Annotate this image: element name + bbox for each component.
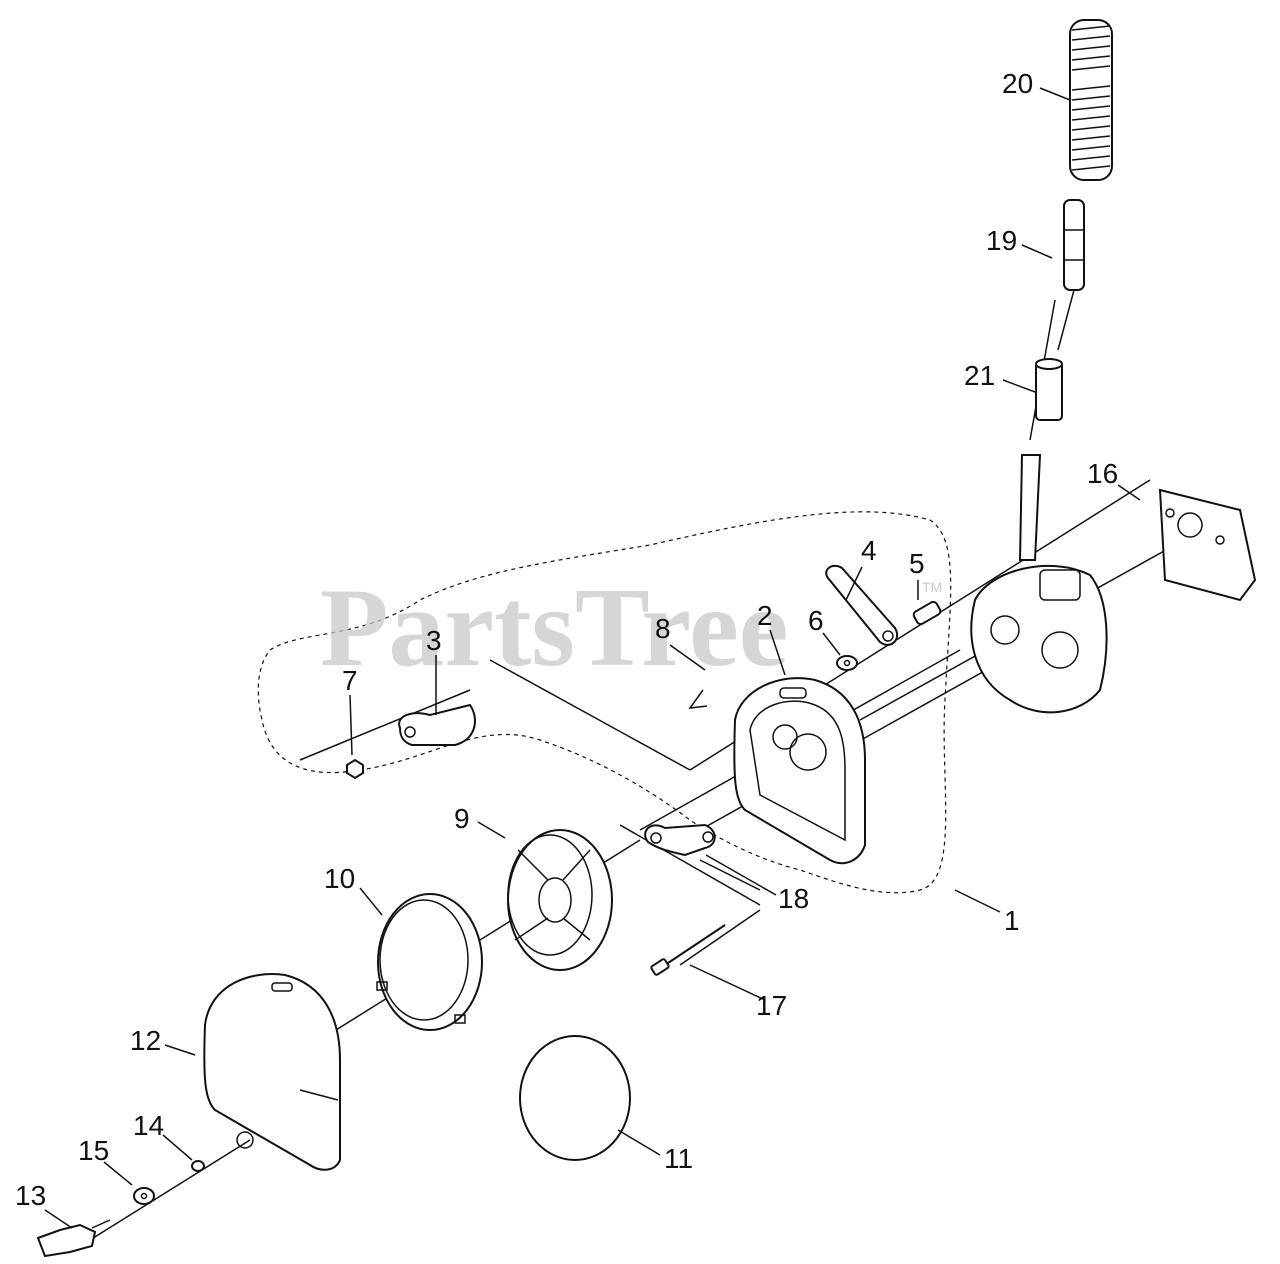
spring-part bbox=[1069, 19, 1113, 181]
washer-part bbox=[836, 655, 858, 671]
choke-plate-part bbox=[398, 703, 476, 746]
watermark-text: PartsTree bbox=[320, 566, 789, 690]
watermark-trademark: TM bbox=[922, 579, 942, 595]
foam-element-part bbox=[519, 1035, 631, 1161]
o-ring-part bbox=[191, 1160, 205, 1172]
air-filter-part bbox=[376, 893, 483, 1031]
air-cleaner-cover-part bbox=[203, 973, 341, 1171]
pin-part bbox=[912, 600, 942, 626]
carburetor-part bbox=[970, 454, 1108, 714]
callout-4: 4 bbox=[861, 535, 877, 566]
callout-11: 11 bbox=[664, 1143, 693, 1174]
nut-part bbox=[346, 758, 364, 780]
callout-12: 12 bbox=[130, 1025, 161, 1056]
choke-lever-part bbox=[825, 564, 899, 646]
ferrule-part bbox=[1035, 358, 1063, 421]
air-cleaner-base-part bbox=[733, 677, 866, 865]
cover-washer-part bbox=[133, 1187, 155, 1205]
assembly-outline-dashed bbox=[257, 511, 952, 894]
callout-8: 8 bbox=[655, 613, 671, 644]
callout-19: 19 bbox=[986, 225, 1017, 256]
callout-20: 20 bbox=[1002, 68, 1033, 99]
callout-6: 6 bbox=[808, 605, 824, 636]
callout-9: 9 bbox=[454, 803, 470, 834]
gasket-small-part bbox=[644, 823, 716, 857]
callout-7: 7 bbox=[342, 665, 358, 696]
callout-5: 5 bbox=[909, 548, 925, 579]
callout-21: 21 bbox=[964, 360, 995, 391]
callout-14: 14 bbox=[133, 1110, 164, 1141]
callout-16: 16 bbox=[1087, 458, 1118, 489]
callout-1: 1 bbox=[1004, 905, 1020, 936]
callout-17: 17 bbox=[756, 990, 787, 1021]
gasket-part bbox=[1158, 488, 1257, 602]
callout-13: 13 bbox=[15, 1180, 46, 1211]
callout-2: 2 bbox=[757, 600, 773, 631]
bracket-part bbox=[688, 689, 708, 709]
leader-lines bbox=[44, 87, 1141, 1229]
knob-part bbox=[36, 1219, 111, 1258]
filter-support-part bbox=[507, 829, 613, 971]
callout-3: 3 bbox=[426, 625, 442, 656]
callout-18: 18 bbox=[778, 883, 809, 914]
screw-part bbox=[650, 924, 726, 976]
callout-15: 15 bbox=[78, 1135, 109, 1166]
callout-10: 10 bbox=[324, 863, 355, 894]
cable-fitting-part bbox=[1057, 199, 1085, 351]
